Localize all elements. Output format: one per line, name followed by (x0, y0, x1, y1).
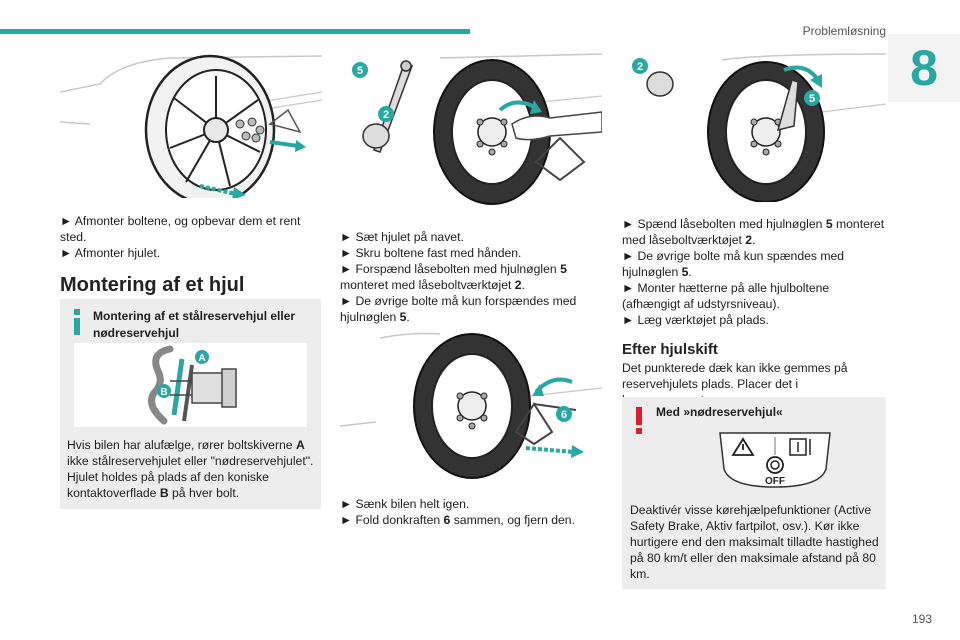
figure-lower-car: 6 (340, 330, 602, 480)
step-remove-wheel: ► Afmonter hjulet. (60, 246, 161, 260)
panel-off-label: OFF (765, 476, 785, 487)
info-box-steel-wheel: Montering af et stålreservehjul eller nø… (60, 299, 321, 509)
step-place-wheel: ► Sæt hjulet på navet. (340, 230, 464, 244)
step-fit-caps: ► Monter hætterne på alle hjulboltene (a… (622, 281, 830, 311)
heading-efter-hjulskift: Efter hjulskift (622, 341, 718, 358)
figure-mount-wheel: 5 2 (340, 52, 602, 212)
info-box-title: Montering af et stålreservehjul eller nø… (93, 309, 296, 340)
fig3-label-tool: 2 (637, 61, 643, 73)
step-store-tools: ► Læg værktøjet på plads. (622, 313, 769, 327)
step-lower-car: ► Sænk bilen helt igen. (340, 497, 470, 511)
step-fold-jack: ► Fold donkraften 6 sammen, og fjern den… (340, 513, 575, 527)
remove-steps-text: ► Afmonter boltene, og opbevar dem et re… (60, 213, 322, 261)
fig1-label-tool: 2 (383, 109, 389, 121)
step-pretighten-others: ► De øvrige bolte må kun forspændes med … (340, 294, 577, 324)
section-title: Problemløsning (802, 24, 886, 38)
step-remove-bolts: ► Afmonter boltene, og opbevar dem et re… (60, 214, 301, 244)
fig1-label-wrench: 5 (357, 65, 363, 77)
figure-remove-bolts (60, 52, 322, 198)
step-tighten-lock: ► Spænd låsebolten med hjulnøglen 5 mont… (622, 217, 885, 247)
fig2-label-jack: 6 (561, 409, 567, 421)
warning-box-title: Med »nødreservehjul« (656, 405, 783, 419)
figure-bolt-seats: A B (74, 343, 307, 427)
figure-tighten-bolts: 2 5 (622, 52, 886, 202)
warning-box-text: Deaktivér visse kørehjælpefunktioner (Ac… (630, 503, 879, 581)
warning-icon (636, 407, 642, 434)
step-pretighten-lock: ► Forspænd låsebolten med hjulnøglen 5 m… (340, 262, 567, 292)
chapter-tab: 8 (888, 34, 960, 102)
chapter-number: 8 (910, 40, 938, 96)
warning-box-spare: Med »nødreservehjul« OFF Deaktivér visse… (622, 397, 886, 589)
heading-montering: Montering af et hjul (60, 274, 245, 296)
fig3-label-wrench: 5 (809, 93, 815, 105)
info-icon (74, 309, 80, 335)
label-a: A (198, 353, 205, 364)
page-number: 193 (912, 612, 933, 626)
tighten-steps-text: ► Spænd låsebolten med hjulnøglen 5 mont… (622, 216, 886, 328)
step-hand-tighten: ► Skru boltene fast med hånden. (340, 246, 522, 260)
info-box-text: Hvis bilen har alufælge, rører boltskive… (67, 438, 314, 500)
step-tighten-others: ► De øvrige bolte må kun spændes med hju… (622, 249, 845, 279)
label-b: B (160, 387, 167, 398)
figure-assist-panel: OFF (716, 427, 834, 496)
lower-steps-text: ► Sænk bilen helt igen. ► Fold donkrafte… (340, 496, 602, 528)
header-accent-bar (0, 29, 470, 34)
mount-steps-text: ► Sæt hjulet på navet. ► Skru boltene fa… (340, 229, 602, 325)
